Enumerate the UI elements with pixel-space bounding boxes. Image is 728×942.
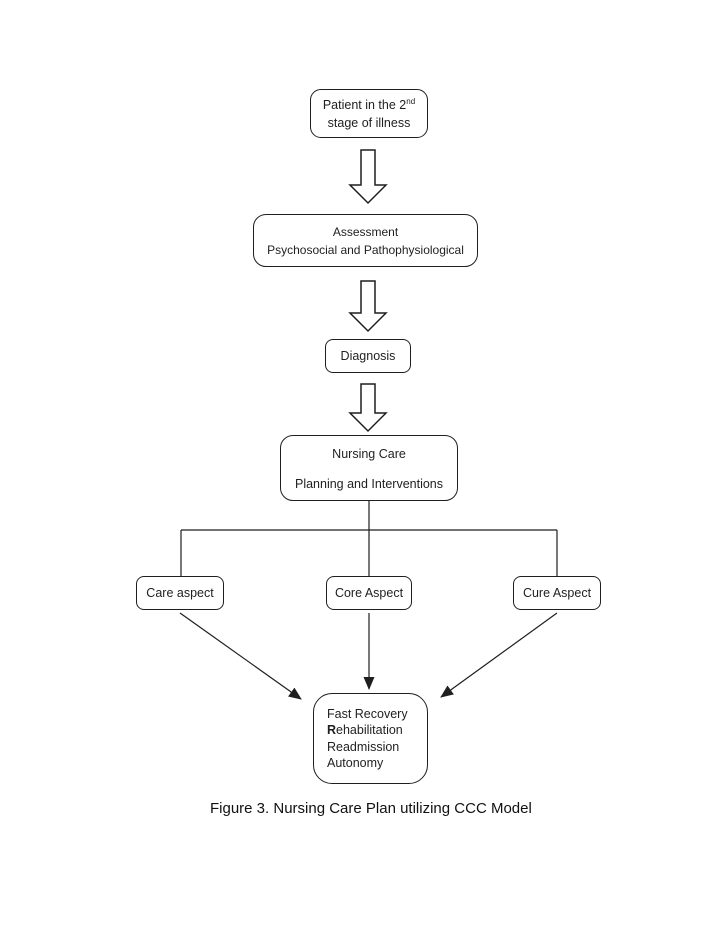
arrow-care-to-outcome [179, 612, 302, 700]
node-care-aspect-label: Care aspect [146, 585, 214, 600]
superscript: nd [406, 96, 416, 106]
node-core-aspect: Core Aspect [326, 576, 412, 610]
node-nursing-line1: Nursing Care [332, 447, 406, 461]
node-outcomes: Fast Recovery Rehabilitation Readmission… [313, 693, 428, 784]
node-core-aspect-label: Core Aspect [334, 585, 404, 600]
node-outcome-line2: Rehabilitation [327, 723, 403, 737]
node-diagnosis: Diagnosis [325, 339, 411, 373]
node-patient-stage: Patient in the 2nd stage of illness [310, 89, 428, 138]
node-nursing-care: Nursing Care Planning and Interventions [280, 435, 458, 501]
block-arrow-patient-to-assessment [348, 149, 388, 205]
node-patient-line1: Patient in the 2nd [322, 96, 416, 112]
node-outcome-line4: Autonomy [327, 756, 384, 770]
block-arrow-assessment-to-diagnosis [348, 280, 388, 333]
block-arrow-diagnosis-to-nursing [348, 383, 388, 433]
node-assessment-line1: Assessment [332, 224, 399, 239]
node-patient-line2: stage of illness [327, 115, 411, 130]
branch-connector [180, 501, 558, 576]
figure-caption: Figure 3. Nursing Care Plan utilizing CC… [210, 800, 532, 817]
node-care-aspect: Care aspect [136, 576, 224, 610]
node-assessment-line2: Psychosocial and Pathophysiological [267, 242, 464, 257]
node-outcome-line3: Readmission [327, 739, 400, 754]
node-diagnosis-label: Diagnosis [340, 348, 396, 363]
node-cure-aspect: Cure Aspect [513, 576, 601, 610]
arrow-cure-to-outcome [440, 612, 558, 698]
node-assessment: Assessment Psychosocial and Pathophysiol… [253, 214, 478, 267]
node-nursing-line2: Planning and Interventions [294, 477, 444, 491]
node-outcome-line1: Fast Recovery [327, 706, 408, 721]
node-cure-aspect-label: Cure Aspect [522, 585, 592, 600]
